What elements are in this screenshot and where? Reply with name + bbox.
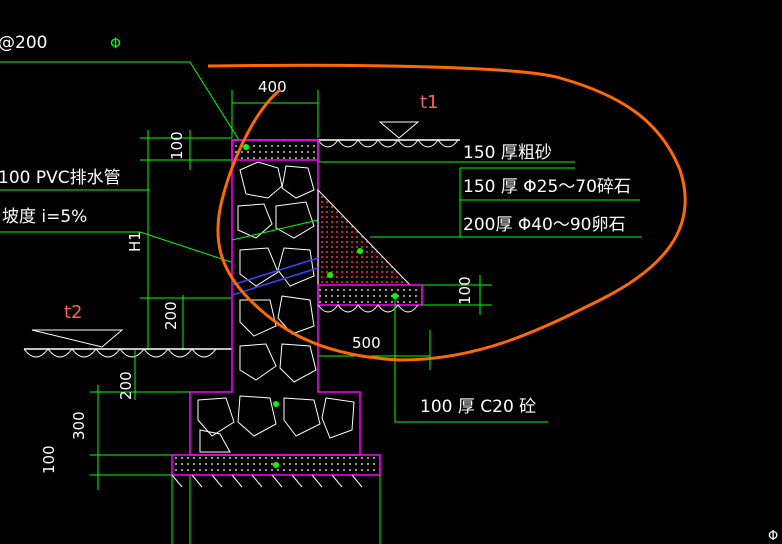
label-c20: 100 厚 C20 砼 <box>420 397 536 417</box>
label-coarse-sand: 150 厚粗砂 <box>463 143 552 163</box>
dim-text-400: 400 <box>258 78 287 96</box>
annotation-circle <box>207 63 687 362</box>
label-pvc-pipe: 100 PVC排水管 <box>0 168 121 188</box>
label-t1: t1 <box>420 92 439 113</box>
label-t2: t2 <box>64 302 83 323</box>
label-gravel: 150 厚 Φ25～70碎石 <box>463 177 631 197</box>
level-marker-t2 <box>31 329 124 348</box>
dim-text-200: 200 <box>162 301 180 330</box>
dim-text-200-lower: 200 <box>117 371 135 400</box>
leader-line-top <box>0 61 245 149</box>
stone-pattern <box>197 161 355 453</box>
drain-base-c20 <box>317 284 423 306</box>
dim-text-500: 500 <box>352 334 381 352</box>
dim-text-h1: H1 <box>126 231 144 252</box>
label-spacing-200: @200 <box>0 33 47 53</box>
ground-hatch-top <box>317 139 459 148</box>
label-slope: 坡度 i=5% <box>2 207 87 227</box>
dim-text-100-right: 100 <box>456 276 474 305</box>
dim-text-100-top: 100 <box>168 131 186 160</box>
wall-cap <box>231 139 319 161</box>
pvc-pipe <box>231 257 319 286</box>
dim-text-100-lower: 100 <box>40 445 58 474</box>
label-pebble: 200厚 Φ40～90卵石 <box>463 215 626 235</box>
phi-symbol-icon: Φ <box>110 36 121 52</box>
phi-symbol-corner: Φ <box>768 529 778 544</box>
level-marker-t1 <box>378 121 420 139</box>
reference-points <box>243 144 398 468</box>
dim-text-300: 300 <box>70 411 88 440</box>
ground-hatch-left <box>23 348 217 358</box>
